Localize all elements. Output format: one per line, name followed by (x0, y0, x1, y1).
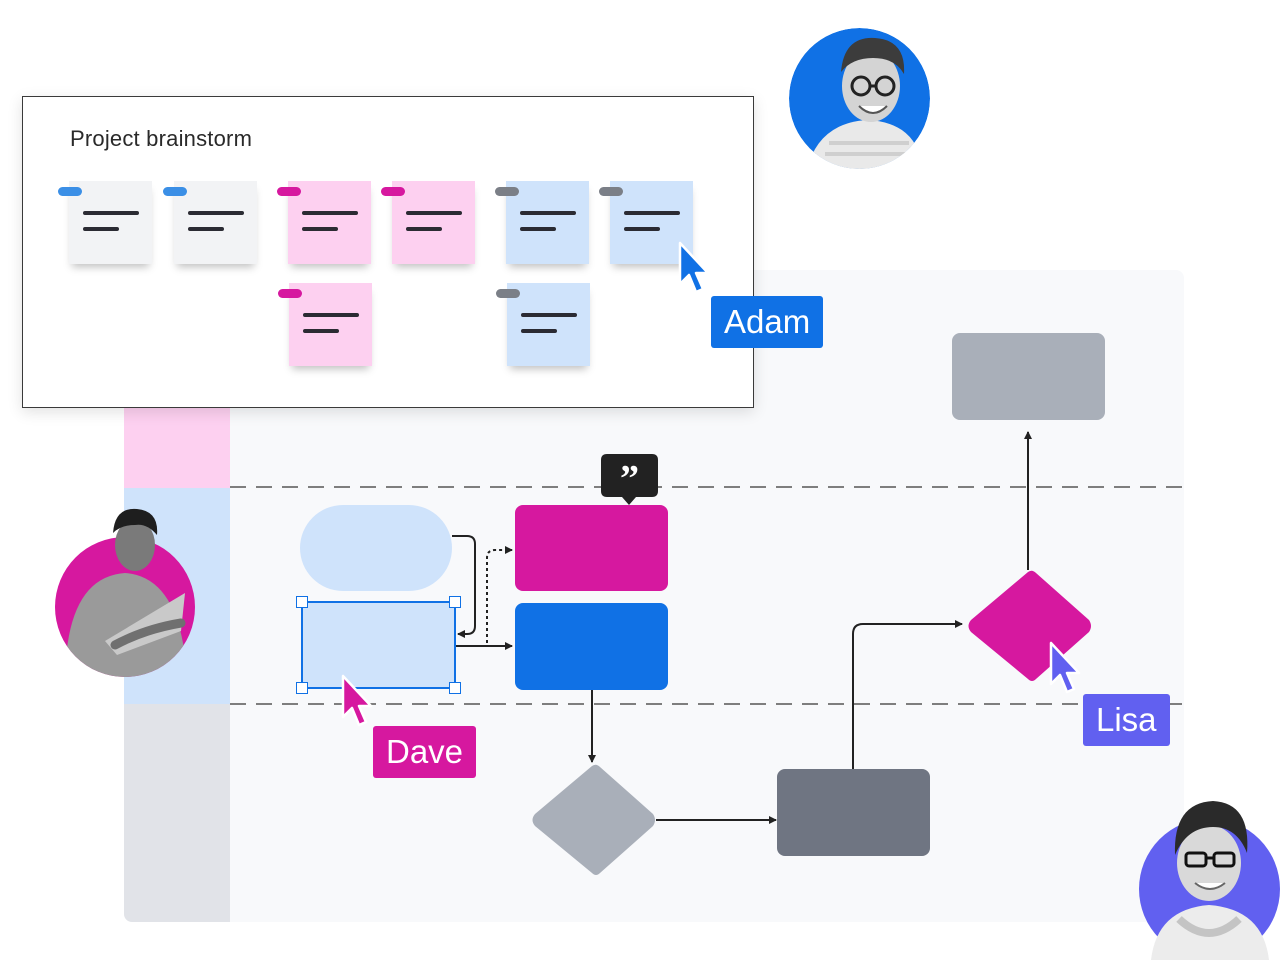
connector-dotted (486, 546, 513, 643)
collaborator-label-adam: Adam (711, 296, 824, 348)
process-shape-dark-gray[interactable] (777, 769, 930, 856)
avatar-adam (789, 28, 930, 169)
connector (452, 535, 476, 638)
sticky-note[interactable] (495, 181, 589, 264)
sticky-note[interactable] (278, 283, 372, 366)
sticky-note[interactable] (496, 283, 590, 366)
resize-handle[interactable] (449, 682, 461, 694)
note-tag (163, 187, 187, 196)
pointer-cursor-icon (1049, 641, 1081, 694)
swimlane-header-gray (124, 704, 230, 922)
collaborator-label-dave: Dave (373, 726, 477, 778)
board-title: Project brainstorm (70, 126, 253, 151)
sticky-note[interactable] (163, 181, 257, 264)
decision-shape-gray[interactable] (526, 763, 658, 877)
note-tag (58, 187, 82, 196)
sticky-note[interactable] (277, 181, 371, 264)
resize-handle[interactable] (296, 682, 308, 694)
resize-handle[interactable] (296, 596, 308, 608)
note-tag (278, 289, 302, 298)
collaborator-label-lisa: Lisa (1083, 694, 1170, 746)
note-tag (381, 187, 405, 196)
note-tag (277, 187, 301, 196)
sticky-note[interactable] (381, 181, 475, 264)
avatar-lisa (1139, 797, 1280, 960)
brainstorm-board[interactable]: Project brainstorm (22, 96, 754, 408)
note-tag (495, 187, 519, 196)
pointer-cursor-icon (678, 241, 710, 294)
pointer-cursor-icon (341, 674, 373, 727)
note-tag (496, 289, 520, 298)
connector (852, 620, 963, 770)
process-shape-magenta[interactable] (515, 505, 668, 591)
terminator-shape[interactable] (300, 505, 452, 591)
avatar-dave (55, 505, 195, 677)
note-tag (599, 187, 623, 196)
svg-text:”: ” (620, 458, 639, 500)
process-shape-gray[interactable] (952, 333, 1105, 420)
sticky-note[interactable] (58, 181, 152, 264)
quote-bubble-icon[interactable]: ” (601, 454, 658, 506)
resize-handle[interactable] (449, 596, 461, 608)
process-shape-blue[interactable] (515, 603, 668, 690)
selected-process-shape[interactable] (296, 596, 461, 694)
